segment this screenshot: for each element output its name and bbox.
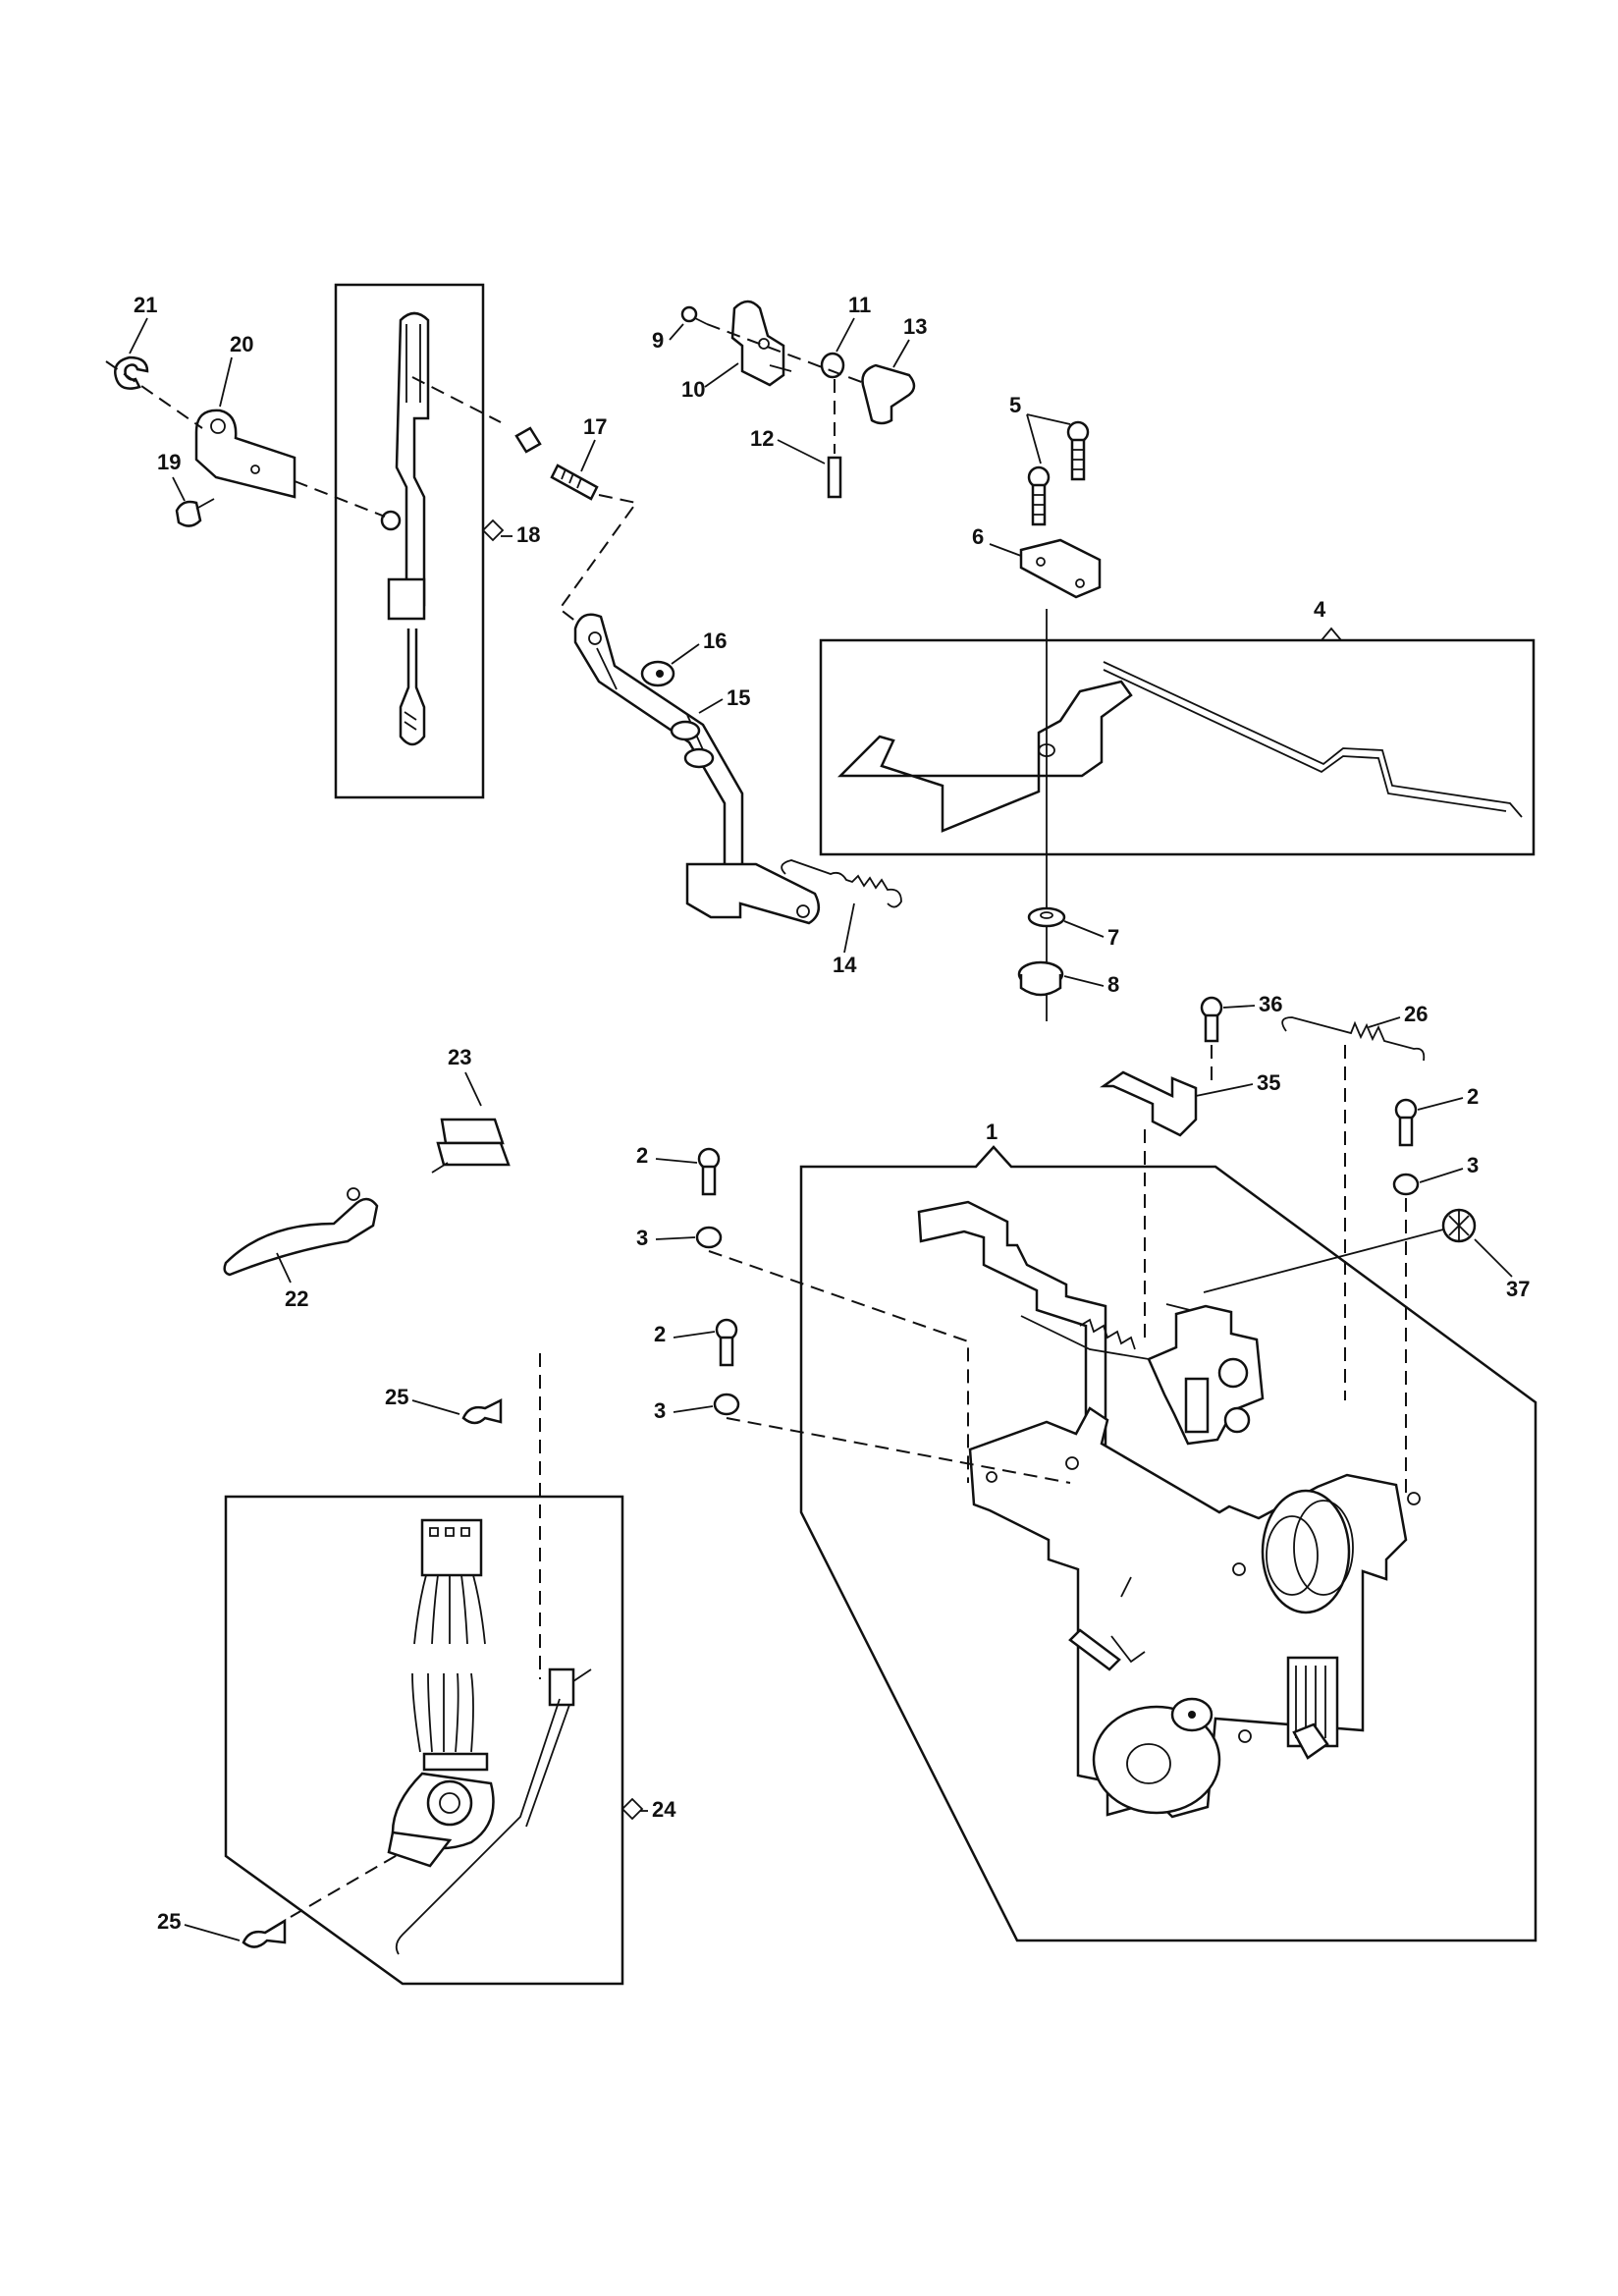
callout-12: 12 xyxy=(750,426,774,451)
callout-3-b: 3 xyxy=(654,1398,666,1423)
part-16-collar xyxy=(640,660,675,687)
leader-37-frame xyxy=(1203,1229,1444,1293)
callout-11: 11 xyxy=(848,293,871,317)
leader-20-18 xyxy=(294,480,386,518)
part-7-washer xyxy=(1027,906,1066,928)
callout-24: 24 xyxy=(652,1797,676,1822)
part-35-bracket xyxy=(1100,1070,1198,1137)
callout-15: 15 xyxy=(727,685,750,710)
callout-22: 22 xyxy=(285,1286,308,1311)
callout-35: 35 xyxy=(1257,1070,1280,1095)
callout-26: 26 xyxy=(1404,1002,1428,1026)
callout-17: 17 xyxy=(583,414,607,439)
callout-2-right: 2 xyxy=(1467,1084,1479,1109)
part-17-pin-spring xyxy=(514,426,599,501)
callout-9: 9 xyxy=(652,328,664,353)
part-1-main-frame-assembly xyxy=(799,1145,1537,1942)
callout-3-right: 3 xyxy=(1467,1153,1479,1177)
callout-4: 4 xyxy=(1314,597,1326,622)
callout-labels: 21 20 19 18 17 9 10 11 13 12 5 6 4 16 15 xyxy=(129,293,1530,1941)
leader-18-17 xyxy=(411,376,502,423)
leader-3a-frame xyxy=(708,1250,969,1483)
callout-3-a: 3 xyxy=(636,1226,648,1250)
part-19-screw xyxy=(175,498,215,527)
callout-16: 16 xyxy=(703,629,727,653)
leader-17-15 xyxy=(558,494,638,629)
callout-25-lower: 25 xyxy=(157,1909,181,1934)
callout-2-a: 2 xyxy=(636,1143,648,1168)
part-25-screw-lower xyxy=(242,1918,287,1948)
part-22-cam-lever xyxy=(223,1187,379,1277)
part-12-pin xyxy=(827,456,842,499)
part-9-screw xyxy=(680,305,708,325)
part-25-screw-upper xyxy=(461,1397,503,1425)
callout-20: 20 xyxy=(230,332,253,356)
part-24-switch-harness-group xyxy=(224,1495,624,1986)
leader-9-11-13 xyxy=(706,323,865,384)
part-2-screw-b xyxy=(715,1318,738,1367)
part-3-washer-c xyxy=(1392,1173,1420,1196)
part-2-screw-a xyxy=(697,1147,721,1196)
part-18-slide-lever-group xyxy=(334,283,485,799)
callout-23: 23 xyxy=(448,1045,471,1069)
part-4-lever-link-group xyxy=(819,638,1536,856)
callout-10: 10 xyxy=(681,377,705,402)
part-13-block xyxy=(861,363,916,425)
callout-7: 7 xyxy=(1107,925,1119,950)
callout-2-b: 2 xyxy=(654,1322,666,1346)
callout-36: 36 xyxy=(1259,992,1282,1016)
part-14-spring xyxy=(781,859,902,908)
part-3-washer-b xyxy=(713,1393,740,1416)
callout-19: 19 xyxy=(157,450,181,474)
callout-1: 1 xyxy=(986,1120,998,1144)
part-8-bushing xyxy=(1017,960,1064,997)
part-21-e-clip xyxy=(114,355,149,390)
part-36-screw xyxy=(1200,996,1223,1043)
part-11-washer xyxy=(820,352,845,379)
part-10-bracket xyxy=(730,300,792,387)
callout-13: 13 xyxy=(903,314,927,339)
callout-21: 21 xyxy=(134,293,157,317)
callout-18: 18 xyxy=(516,522,540,547)
part-5-screws xyxy=(1027,420,1090,526)
part-6-bracket xyxy=(1019,538,1102,599)
leader-3b-frame xyxy=(726,1417,1071,1484)
leader-25-lower xyxy=(290,1845,413,1918)
part-37-star-washer xyxy=(1441,1208,1477,1243)
callout-6: 6 xyxy=(972,524,984,549)
callout-14: 14 xyxy=(833,953,857,977)
callout-25-upper: 25 xyxy=(385,1385,408,1409)
part-2-screw-c xyxy=(1394,1098,1418,1147)
callout-8: 8 xyxy=(1107,972,1119,997)
part-26-spring xyxy=(1281,1016,1426,1062)
leader-21-20 xyxy=(105,360,203,429)
part-15-crank-arm xyxy=(573,613,821,925)
part-20-bracket xyxy=(194,409,297,499)
callout-37: 37 xyxy=(1506,1277,1530,1301)
callout-5: 5 xyxy=(1009,393,1021,417)
part-3-washer-a xyxy=(695,1226,723,1249)
part-23-clip xyxy=(431,1118,511,1174)
